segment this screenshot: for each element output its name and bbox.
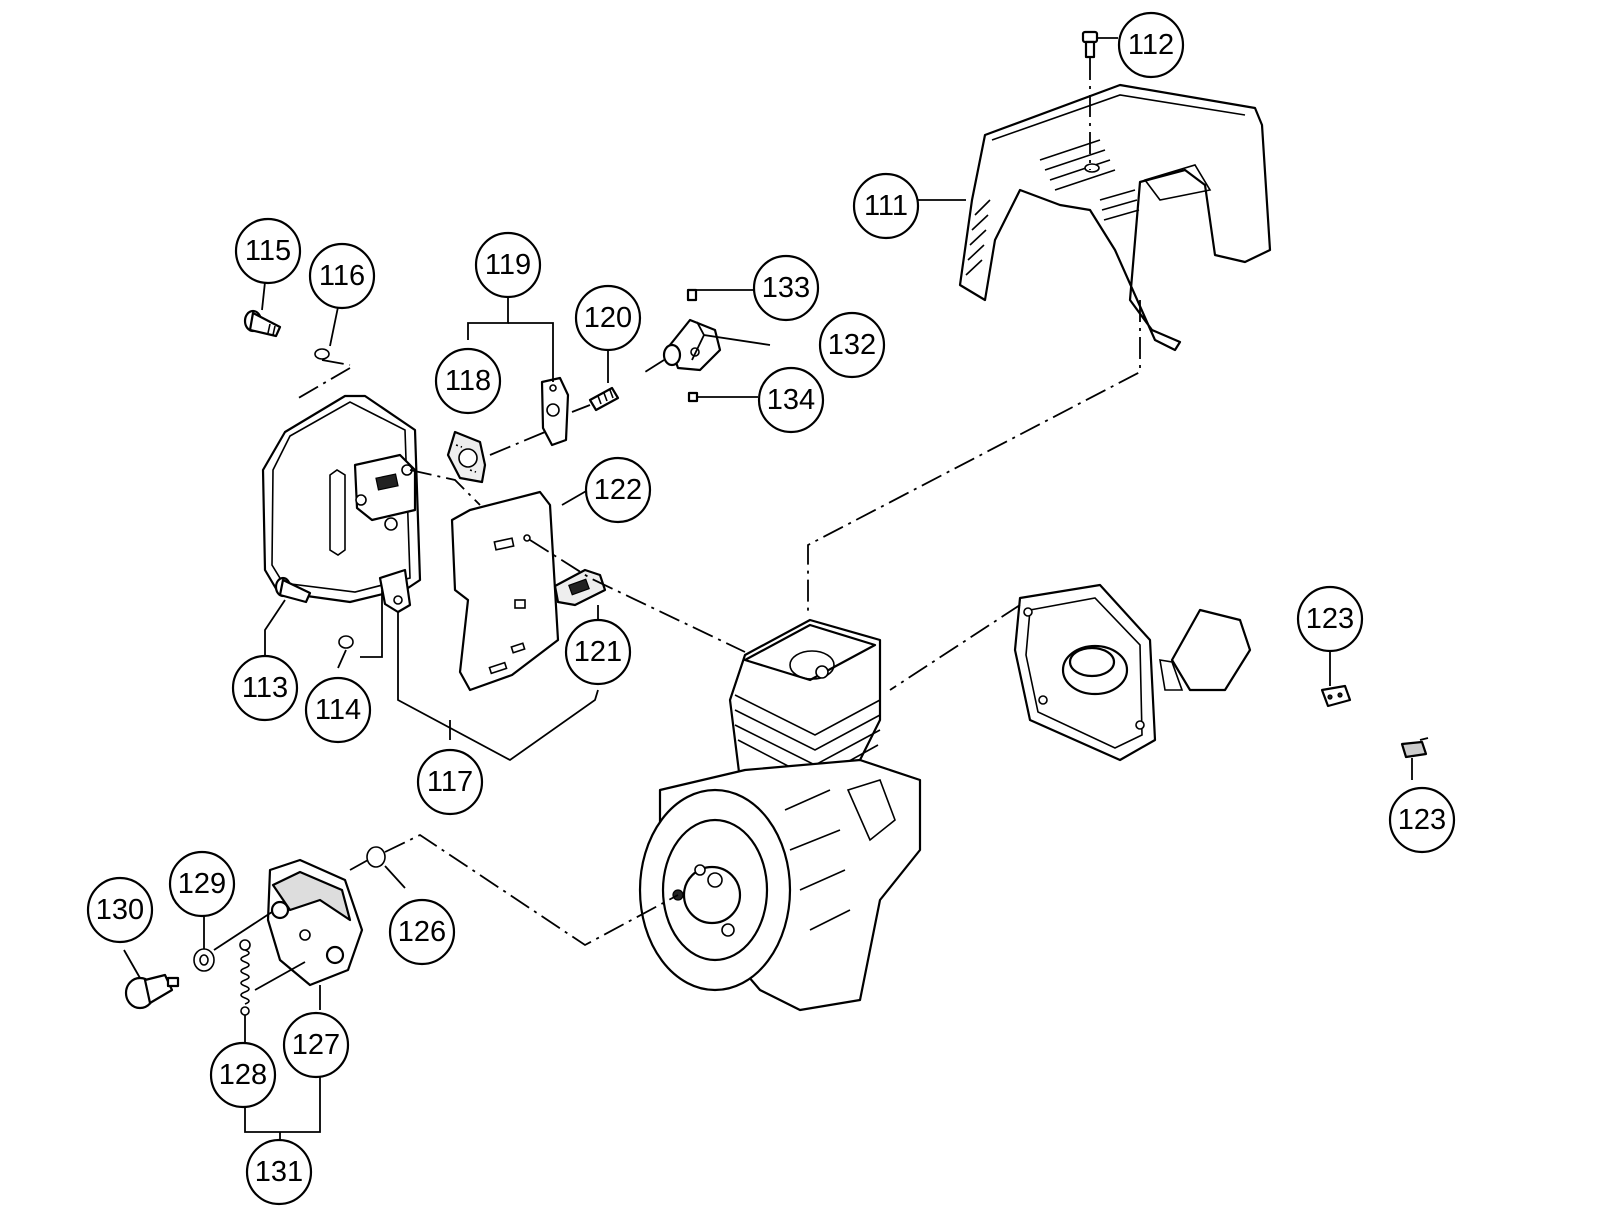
gasket-part-118: [446, 430, 487, 484]
callout-label: 117: [427, 766, 473, 798]
gasket-part-121: [553, 568, 607, 607]
recoil-starter-part: [1013, 583, 1252, 762]
damper-part-123b: [1400, 740, 1428, 759]
callout-113: 113: [231, 654, 299, 722]
callout-132: 132: [818, 311, 886, 379]
callout-label: 122: [594, 474, 642, 506]
leader-lines: [123, 37, 1429, 1142]
callout-111: 111: [852, 172, 920, 240]
callout-127: 127: [282, 1011, 350, 1079]
callout-114: 114: [304, 676, 372, 744]
callout-122: 122: [584, 456, 652, 524]
callout-123a: 123: [1296, 585, 1364, 653]
spring-part-128: [239, 939, 251, 1016]
callout-133: 133: [752, 254, 820, 322]
callout-126: 126: [388, 898, 456, 966]
callout-115: 115: [234, 217, 302, 285]
callout-112: 112: [1117, 11, 1185, 79]
ignition-coil-part-132: [662, 288, 722, 403]
callout-label: 118: [445, 365, 491, 397]
callout-131: 131: [245, 1138, 313, 1206]
callout-label: 119: [485, 249, 531, 281]
engine-cylinder-part: [638, 618, 922, 1012]
damper-part-123a: [1320, 684, 1352, 708]
callout-label: 133: [762, 272, 810, 304]
callout-label: 134: [767, 384, 815, 416]
screw-part-112: [1081, 30, 1099, 59]
clutch-part-127: [266, 858, 364, 987]
callout-129: 129: [168, 850, 236, 918]
callout-label: 120: [584, 302, 632, 334]
callout-label: 121: [574, 636, 622, 668]
callout-label: 129: [178, 868, 226, 900]
callout-label: 113: [242, 672, 288, 704]
callout-label: 128: [219, 1059, 267, 1091]
callout-label: 115: [245, 235, 291, 267]
callout-118: 118: [434, 347, 502, 415]
callout-label: 111: [864, 190, 908, 222]
callout-label: 112: [1128, 29, 1174, 61]
screw-part-120: [588, 386, 620, 412]
washer-part-114: [338, 635, 354, 649]
callout-123b: 123: [1388, 786, 1456, 854]
callout-116: 116: [308, 242, 376, 310]
bolt-part-115: [243, 309, 282, 338]
callout-label: 123: [1398, 804, 1446, 836]
callout-117: 117: [416, 748, 484, 816]
callout-label: 132: [828, 329, 876, 361]
heat-shield-part-122: [450, 490, 560, 692]
callout-134: 134: [757, 366, 825, 434]
callout-label: 116: [319, 260, 365, 292]
muffler-part: [261, 394, 422, 614]
washer-part-126: [366, 846, 386, 868]
bolt-part-130: [124, 973, 180, 1010]
callout-label: 131: [255, 1156, 303, 1188]
callout-label: 126: [398, 916, 446, 948]
callout-label: 130: [96, 894, 144, 926]
callout-label: 114: [315, 694, 361, 726]
callout-121: 121: [564, 618, 632, 686]
bracket-part-119: [540, 376, 570, 447]
engine-cover-part-111: [958, 83, 1272, 352]
washer-part-116: [314, 348, 330, 360]
callout-label: 127: [292, 1029, 340, 1061]
bolt-part-113: [274, 576, 312, 604]
callout-128: 128: [209, 1041, 277, 1109]
callout-130: 130: [86, 876, 154, 944]
callout-120: 120: [574, 284, 642, 352]
callout-label: 123: [1306, 603, 1354, 635]
callout-119: 119: [474, 231, 542, 299]
